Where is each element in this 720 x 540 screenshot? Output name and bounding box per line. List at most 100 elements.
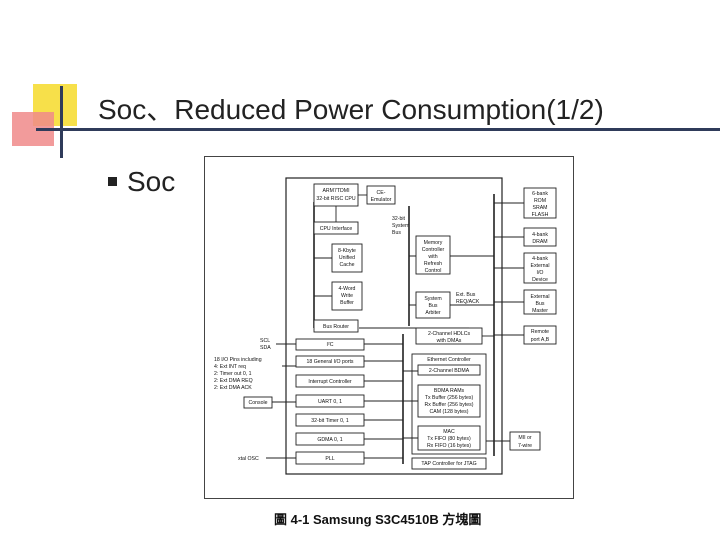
svg-text:TAP Controller for JTAG: TAP Controller for JTAG [421,461,476,467]
block-i2c: I²C [295,338,365,351]
svg-text:MII or: MII or [518,435,532,441]
svg-text:ROM: ROM [534,198,546,204]
block-ext-bus-master: External Bus Master [523,289,557,315]
slide-title: Soc、Reduced Power Consumption(1/2) [98,94,604,125]
svg-text:32-bit: 32-bit [392,216,406,222]
block-tap-controller: TAP Controller for JTAG [411,457,487,470]
svg-text:Emulator: Emulator [371,197,392,203]
svg-text:with DMAs: with DMAs [437,338,462,344]
block-mac: MAC Tx FIFO (80 bytes) Rx FIFO (16 bytes… [417,425,481,451]
bullet-text: Soc [127,166,176,197]
svg-text:32-bit RISC CPU: 32-bit RISC CPU [316,196,355,202]
svg-text:2: Ext DMA REQ: 2: Ext DMA REQ [214,378,253,384]
svg-text:Rx Buffer (256 bytes): Rx Buffer (256 bytes) [425,402,474,408]
svg-text:CE-: CE- [377,190,386,196]
svg-text:4: Ext INT req: 4: Ext INT req [214,364,246,370]
block-ext-rom: 6-bank ROM SRAM FLASH [523,187,557,219]
svg-text:4-bank: 4-bank [532,256,548,262]
block-cpu-interface: CPU Interface [313,221,359,235]
block-diagram: ARM7TDMI 32-bit RISC CPU CE- Emulator 32… [204,156,574,499]
svg-text:CAM (128 bytes): CAM (128 bytes) [430,409,469,415]
svg-text:UART 0, 1: UART 0, 1 [318,399,342,405]
block-remote-port: Remote port A,B [523,325,557,345]
svg-text:Tx FIFO (80 bytes): Tx FIFO (80 bytes) [427,436,471,442]
svg-text:Ext. Bus: Ext. Bus [456,292,476,298]
svg-text:SCL: SCL [260,338,270,344]
block-bus-arbiter: System Bus Arbiter [415,291,451,319]
block-gdma: GDMA 0, 1 [295,432,365,446]
svg-text:4-bank: 4-bank [532,232,548,238]
svg-text:Bus Router: Bus Router [323,324,349,330]
svg-text:Bus: Bus [429,303,438,309]
block-console: Console [243,396,273,409]
title-underline [36,128,720,131]
block-gpio: 18 General I/O ports [295,355,365,368]
label-system-bus: 32-bit System Bus [392,216,409,236]
svg-text:MAC: MAC [443,429,455,435]
svg-text:PLL: PLL [325,456,334,462]
svg-text:18 General I/O ports: 18 General I/O ports [307,359,354,365]
svg-text:2: Timer out 0, 1: 2: Timer out 0, 1 [214,371,252,377]
svg-text:REQ/ACK: REQ/ACK [456,299,480,305]
label-io-pins: 18 I/O Pins including 4: Ext INT req 2: … [214,357,262,391]
svg-text:Cache: Cache [340,262,355,268]
label-xtal-osc: xtal OSC [238,456,259,462]
block-uart: UART 0, 1 [295,394,365,408]
svg-text:External: External [530,294,549,300]
svg-text:System: System [424,296,441,302]
svg-text:DRAM: DRAM [532,239,547,245]
block-memory-controller: Memory Controller with Refresh Control [415,235,451,275]
block-bdma-rams: BDMA RAMs Tx Buffer (256 bytes) Rx Buffe… [417,384,481,418]
svg-text:32-bit Timer 0, 1: 32-bit Timer 0, 1 [311,418,349,424]
svg-text:with: with [428,254,437,260]
svg-text:18 I/O Pins including: 18 I/O Pins including [214,357,262,363]
svg-text:External: External [530,263,549,269]
svg-text:CPU Interface: CPU Interface [320,226,353,232]
bullet-marker [108,177,117,186]
svg-text:ARM7TDMI: ARM7TDMI [322,188,349,194]
svg-text:Remote: Remote [531,329,549,335]
svg-text:BDMA RAMs: BDMA RAMs [434,388,465,394]
svg-text:2-Channel BDMA: 2-Channel BDMA [429,368,470,374]
svg-text:System: System [392,223,409,229]
svg-text:4-Word: 4-Word [339,286,356,292]
svg-text:6-bank: 6-bank [532,191,548,197]
svg-text:Ethernet Controller: Ethernet Controller [427,357,471,363]
block-timer: 32-bit Timer 0, 1 [295,413,365,427]
svg-text:SDA: SDA [260,345,271,351]
block-interrupt-controller: Interrupt Controller [295,374,365,388]
svg-text:Bus: Bus [536,301,545,307]
svg-text:SRAM: SRAM [533,205,548,211]
svg-text:Controller: Controller [422,247,445,253]
svg-text:Arbiter: Arbiter [425,310,441,316]
block-pll: PLL [295,451,365,465]
svg-text:Write: Write [341,293,353,299]
label-scl-sda: SCL SDA [260,338,271,351]
svg-text:8-Kbyte: 8-Kbyte [338,248,356,254]
svg-text:Bus: Bus [392,230,401,236]
svg-text:Buffer: Buffer [340,300,354,306]
block-ext-io: 4-bank External I/O Device [523,252,557,284]
svg-text:7-wire: 7-wire [518,443,532,449]
svg-text:Control: Control [425,268,442,274]
block-mii: MII or 7-wire [509,431,541,451]
svg-text:Console: Console [248,400,267,406]
block-ce-emulator: CE- Emulator [366,185,396,205]
decor-vertical-line [60,86,63,158]
block-cache: 8-Kbyte Unified Cache [331,243,363,273]
block-bus-router: Bus Router [313,319,359,333]
block-bdma: 2-Channel BDMA [417,364,481,376]
svg-text:Tx Buffer (256 bytes): Tx Buffer (256 bytes) [425,395,474,401]
svg-text:FLASH: FLASH [532,212,549,218]
svg-text:Device: Device [532,277,548,283]
block-write-buffer: 4-Word Write Buffer [331,281,363,311]
svg-text:Unified: Unified [339,255,355,261]
svg-text:I/O: I/O [537,270,544,276]
block-cpu: ARM7TDMI 32-bit RISC CPU [313,183,359,207]
block-ext-dram: 4-bank DRAM [523,227,557,247]
svg-text:I²C: I²C [327,342,334,348]
svg-text:Rx FIFO (16 bytes): Rx FIFO (16 bytes) [427,443,471,449]
svg-text:GDMA 0, 1: GDMA 0, 1 [317,437,342,443]
svg-text:Refresh: Refresh [424,261,442,267]
svg-text:Memory: Memory [424,240,443,246]
